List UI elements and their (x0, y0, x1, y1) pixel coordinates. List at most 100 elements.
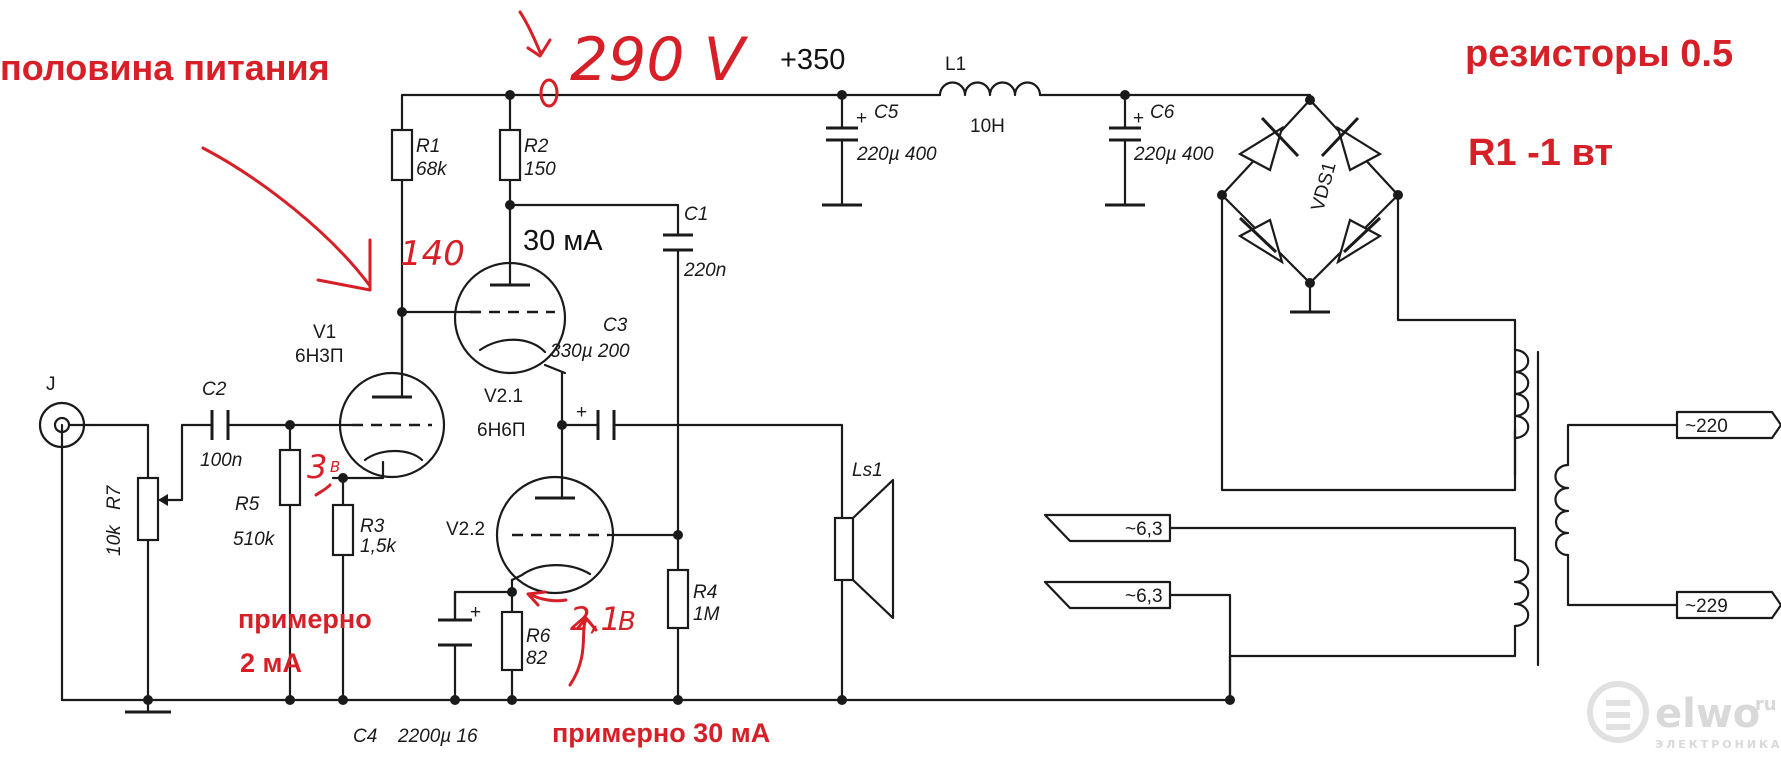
junction-dot (837, 695, 847, 705)
label-plus-c5: + (856, 108, 867, 129)
resistor-r4 (666, 568, 690, 630)
capacitor-c2 (210, 410, 230, 440)
tube-v21 (453, 261, 567, 375)
note-half-supply: половина питания (0, 47, 330, 88)
label-v1-type: 6Н3П (295, 346, 344, 367)
junction-dot (338, 473, 348, 483)
label-r6: R6 (526, 626, 551, 647)
label-r4-val: 1M (693, 604, 720, 625)
label-r3: R3 (360, 516, 385, 537)
input-jack (38, 401, 95, 449)
resistor-r6 (500, 610, 524, 672)
wiring (60, 93, 1679, 714)
label-c2: C2 (202, 379, 227, 400)
label-l1: L1 (945, 54, 966, 75)
label-jack: J (46, 374, 56, 395)
label-mains-220: ~220 (1685, 416, 1728, 437)
junction-dot (397, 307, 407, 317)
diode-bar (1320, 116, 1360, 158)
red-circle-node (539, 78, 559, 108)
label-r2-val: 150 (524, 159, 556, 180)
junction-dot (1120, 90, 1130, 100)
label-c4: C4 (353, 726, 377, 747)
capacitor-c1 (663, 233, 693, 252)
note-approx-2ma-line2: 2 мА (240, 648, 302, 678)
label-c5-val: 220µ 400 (856, 144, 937, 165)
connector-heater-2 (1043, 580, 1172, 610)
output-link (560, 370, 844, 702)
annotations: половина питания резисторы 0.5 R1 -1 вт … (0, 10, 1733, 748)
label-c3: C3 (603, 315, 628, 336)
label-plus-c6: + (1133, 108, 1144, 129)
power-transformer (1228, 348, 1570, 702)
transformer-hv-winding (1513, 348, 1530, 440)
note-voltage-21-unit: В (618, 607, 636, 637)
junction-dot (143, 695, 153, 705)
label-current-30ma: 30 мА (523, 225, 603, 257)
label-r4: R4 (693, 582, 717, 603)
label-v21: V2.1 (484, 386, 523, 407)
red-arrowhead-icon (576, 616, 598, 632)
watermark: elwo .ru ЭЛЕКТРОНИКА (1587, 681, 1781, 751)
r2-branch (508, 93, 680, 702)
label-v21-type: 6Н6П (477, 420, 526, 441)
ground-symbols (125, 203, 1330, 714)
watermark-logo-bar (1606, 712, 1630, 718)
primary-link (1566, 423, 1679, 607)
transformer-heater-winding (1513, 558, 1530, 628)
junction-dot (507, 587, 517, 597)
resistor-r5 (278, 448, 302, 507)
label-c3-val: 330µ 200 (550, 341, 630, 362)
tube-v21-cathode (478, 338, 547, 354)
diode-bar (1260, 116, 1300, 158)
red-arrow-half-supply (201, 146, 372, 288)
transformer-primary-winding (1554, 463, 1570, 557)
c3-wire (543, 363, 567, 375)
tube-v22 (495, 475, 615, 595)
label-plus-c3: + (576, 402, 587, 423)
watermark-domain: .ru (1748, 694, 1777, 715)
wiper-arrow-icon (158, 494, 168, 506)
junctions (143, 90, 1403, 705)
label-r7-val: 10k (104, 524, 125, 556)
note-approx-2ma-line1: примерно (238, 604, 372, 634)
component-labels: +350 30 мА J V1 6Н3П V2.1 6Н6П V2.2 C1 2… (46, 44, 1728, 747)
label-r2: R2 (524, 136, 549, 157)
red-arrow-290v (518, 10, 542, 54)
label-mains-229: ~229 (1685, 596, 1728, 617)
connectors (1043, 410, 1781, 620)
connector-mains-229 (1675, 590, 1781, 620)
watermark-logo-icon (1587, 681, 1649, 743)
grid-resistors-link (288, 423, 385, 702)
note-resistors: резисторы 0.5 (1465, 33, 1733, 75)
resistor-r3 (331, 503, 355, 557)
junction-dot (673, 695, 683, 705)
watermark-tagline: ЭЛЕКТРОНИКА (1655, 738, 1781, 751)
note-voltage-3-unit: В (330, 458, 340, 476)
junction-dot (507, 695, 517, 705)
junction-dot (285, 695, 295, 705)
connector-mains-220 (1675, 410, 1781, 440)
label-c1: C1 (684, 204, 708, 225)
note-r1-power: R1 -1 вт (1468, 132, 1613, 174)
connector-heater-1 (1043, 513, 1172, 543)
label-v1: V1 (313, 322, 336, 343)
heater-1-link (1168, 526, 1517, 562)
label-c5: C5 (874, 102, 899, 123)
bridge-ac-link (1220, 193, 1517, 492)
tube-v1 (333, 368, 446, 480)
diode-icon (1237, 218, 1284, 265)
watermark-logo-bar (1606, 700, 1630, 706)
resistors (136, 128, 690, 672)
speaker-cone-icon (851, 478, 895, 620)
tube-v1-cathode (363, 450, 424, 462)
label-r3-val: 1,5k (360, 536, 397, 557)
junction-dot (505, 200, 515, 210)
label-c4-val: 2200µ 16 (397, 726, 478, 747)
tube-v1-leads (333, 368, 404, 427)
capacitor-c3 (596, 410, 616, 440)
diode-icon (1336, 125, 1383, 172)
resistor-r1 (390, 128, 414, 182)
red-arrow-cathode (526, 590, 568, 607)
diode-icon (1237, 125, 1284, 172)
